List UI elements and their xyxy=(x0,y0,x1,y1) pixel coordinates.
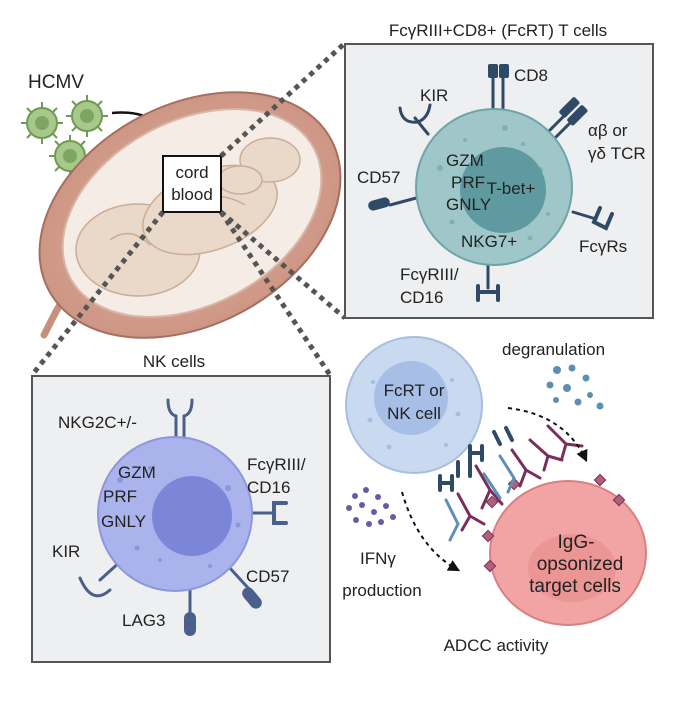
nk-panel-title: NK cells xyxy=(143,352,205,371)
fcrt-gzm-label: GZM xyxy=(446,151,484,170)
fcgriii-icon xyxy=(476,284,500,302)
fcrt-kir-label: KIR xyxy=(420,86,448,105)
degranulation-granules xyxy=(546,364,604,410)
cord-blood-label-line2: blood xyxy=(171,185,213,204)
nk-gnly-label: GNLY xyxy=(101,512,146,531)
target-cell: IgG- opsonized target cells xyxy=(481,473,647,626)
effector-cell: FcRT or NK cell xyxy=(345,336,483,474)
cord-blood-box xyxy=(162,155,222,213)
nk-fcgriii-icon xyxy=(272,501,288,525)
fcrt-panel: FcγRIII+CD8+ (FcRT) T cells xyxy=(344,21,654,319)
target-label-line1: IgG- xyxy=(558,532,595,553)
adcc-scenario: degranulation IFNγ production IgG- opson… xyxy=(342,336,647,655)
hcmv-label: HCMV xyxy=(28,72,84,93)
fcrt-fcgriii-label-line1: FcγRIII/ xyxy=(400,265,459,284)
virus-particle xyxy=(66,95,108,137)
ifng-arrow xyxy=(401,491,461,572)
ifng-label-line1: IFNγ xyxy=(360,549,396,568)
nk-prf-label: PRF xyxy=(103,487,137,506)
effector-label-line2: NK cell xyxy=(387,404,441,423)
fcrt-fcgriii-label-line2: CD16 xyxy=(400,288,443,307)
fcrt-tcr-label-line2: γδ TCR xyxy=(588,144,646,163)
nk-fcgriii-label-line1: FcγRIII/ xyxy=(247,455,306,474)
nk-kir-label: KIR xyxy=(52,542,80,561)
fcrt-gnly-label: GNLY xyxy=(446,195,491,214)
virus-particle xyxy=(21,102,63,144)
fcrt-cell: T-bet+ GZM PRF GNLY NKG7+ xyxy=(368,64,614,302)
nk-cd57-label: CD57 xyxy=(246,567,289,586)
nk-fcgriii-label-line2: CD16 xyxy=(247,478,290,497)
nk-cell: GZM PRF GNLY xyxy=(78,398,288,636)
cord-blood-label-line1: cord xyxy=(175,163,208,182)
fcrt-prf-label: PRF xyxy=(451,173,485,192)
target-label-line2: opsonized xyxy=(537,554,624,575)
uterus-fetus-illustration: cord blood xyxy=(38,91,342,339)
fcgr-icon xyxy=(591,206,614,231)
ifng-label-line2: production xyxy=(342,581,421,600)
effector-label-line1: FcRT or xyxy=(384,381,445,400)
fcrt-nucleus-label: T-bet+ xyxy=(487,179,536,198)
target-label-line3: target cells xyxy=(529,576,621,597)
nk-lag3-label: LAG3 xyxy=(122,611,165,630)
degranulation-label: degranulation xyxy=(502,340,605,359)
hcmv-virus-group: HCMV xyxy=(21,72,180,177)
fcrt-nkg7-label: NKG7+ xyxy=(461,232,517,251)
zoom-lines xyxy=(30,41,347,377)
immune-synapse xyxy=(438,424,584,542)
degranulation-arrow xyxy=(507,407,588,463)
fcrt-panel-title: FcγRIII+CD8+ (FcRT) T cells xyxy=(389,21,607,40)
ifng-particles xyxy=(346,487,396,527)
nk-gzm-label: GZM xyxy=(118,463,156,482)
fcrt-cd8-label: CD8 xyxy=(514,66,548,85)
nk-panel: NK cells xyxy=(31,352,331,663)
fcrt-cd57-label: CD57 xyxy=(357,168,400,187)
fcrt-fcgrs-label: FcγRs xyxy=(579,237,627,256)
fcrt-nucleus xyxy=(460,147,546,233)
virus-particle xyxy=(49,135,91,177)
nk-nucleus xyxy=(152,476,232,556)
nk-nkg2c-label: NKG2C+/- xyxy=(58,413,137,432)
adcc-activity-label: ADCC activity xyxy=(444,636,549,655)
fcrt-tcr-label-line1: αβ or xyxy=(588,121,628,140)
